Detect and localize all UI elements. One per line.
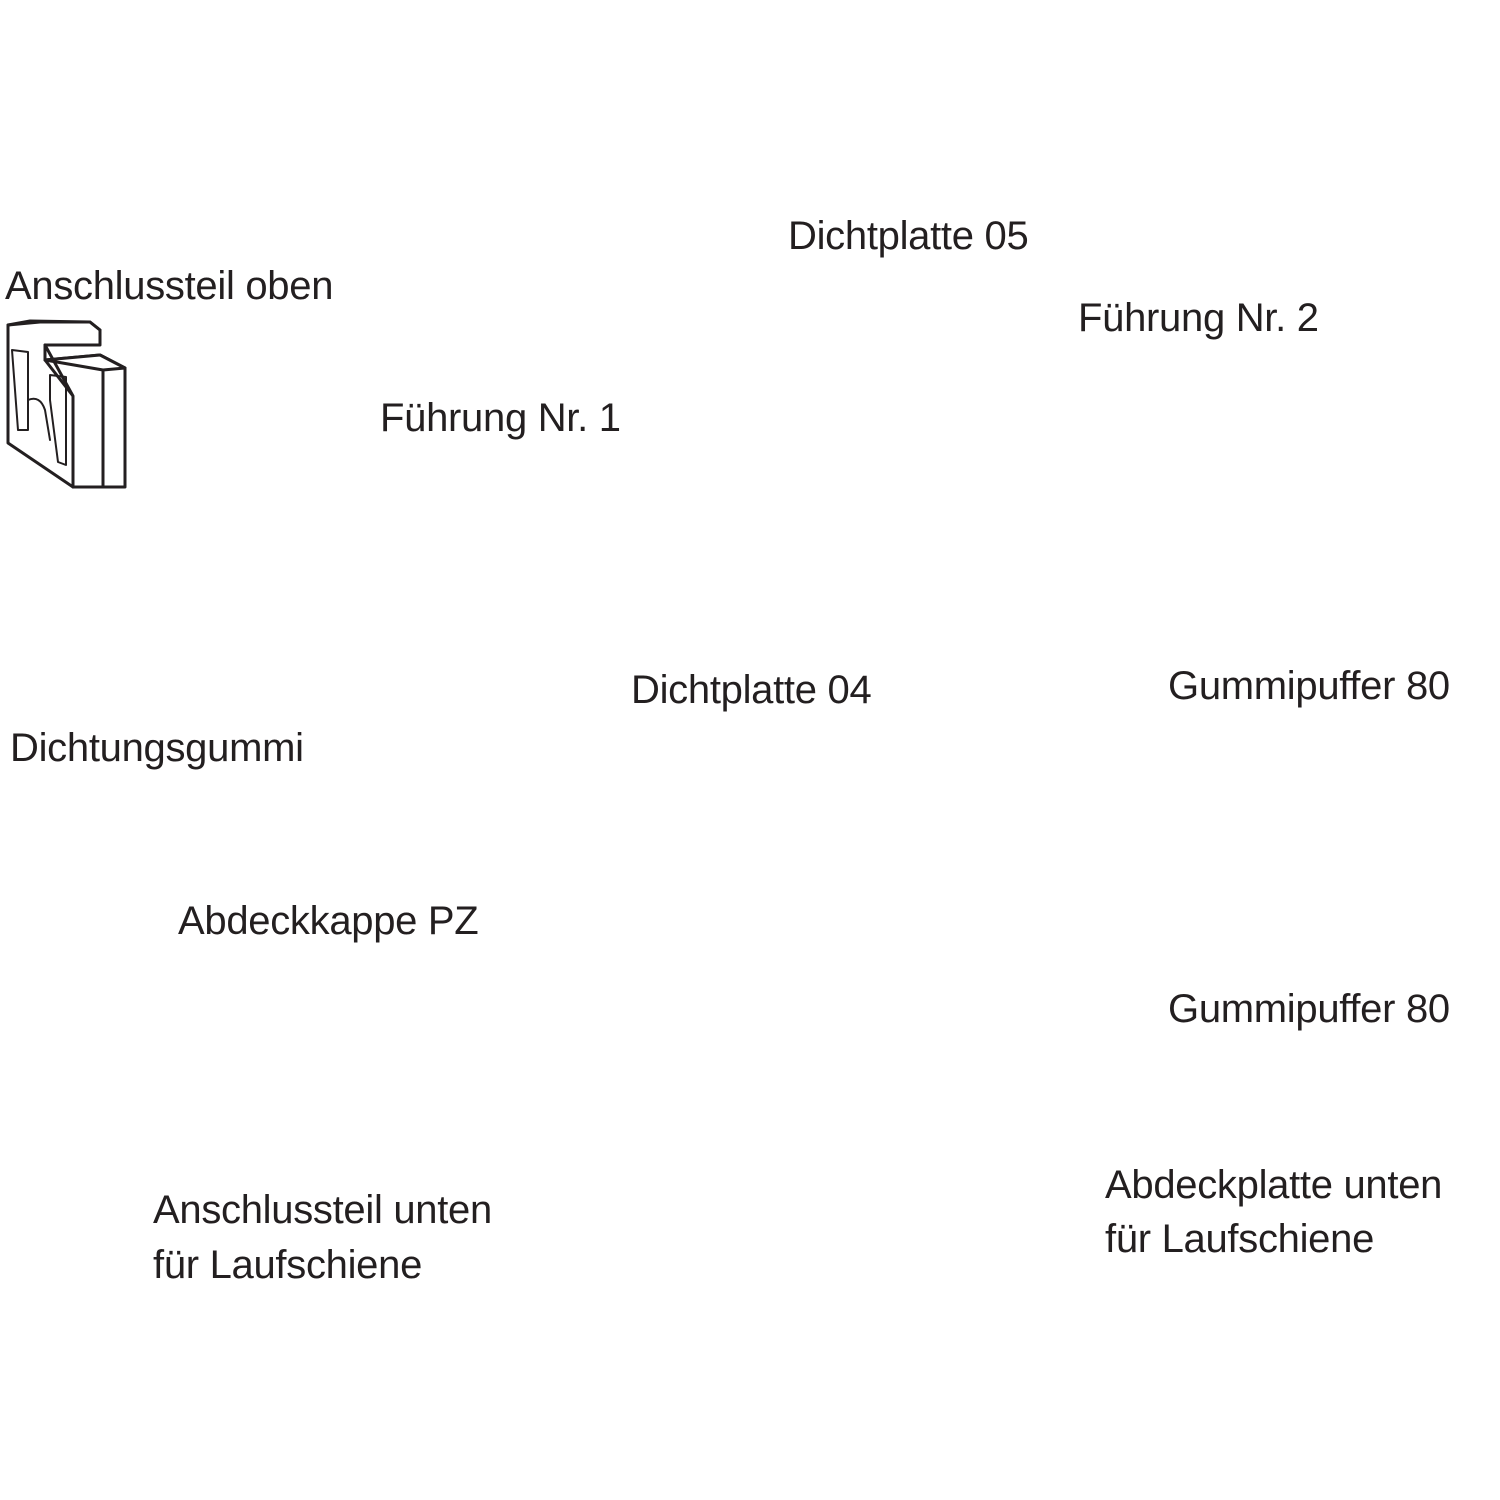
label-dichtplatte-04: Dichtplatte 04 [631, 668, 872, 712]
label-anschlussteil-unten-line1: Anschlussteil unten [153, 1188, 492, 1232]
label-anschlussteil-oben: Anschlussteil oben [5, 264, 334, 308]
label-anschlussteil-unten-line2: für Laufschiene [153, 1243, 423, 1287]
label-gummipuffer-80-b: Gummipuffer 80 [1168, 987, 1450, 1031]
label-fuehrung-nr-1: Führung Nr. 1 [380, 396, 621, 440]
part-anschlussteil-oben-drawing [6, 319, 127, 489]
label-abdeckplatte-unten-line2: für Laufschiene [1105, 1217, 1375, 1261]
label-abdeckkappe-pz: Abdeckkappe PZ [178, 899, 479, 943]
label-dichtplatte-05: Dichtplatte 05 [788, 214, 1029, 258]
label-gummipuffer-80-a: Gummipuffer 80 [1168, 664, 1450, 708]
label-dichtungsgummi: Dichtungsgummi [10, 726, 304, 770]
label-abdeckplatte-unten-line1: Abdeckplatte unten [1105, 1163, 1443, 1207]
label-fuehrung-nr-2: Führung Nr. 2 [1078, 296, 1319, 340]
